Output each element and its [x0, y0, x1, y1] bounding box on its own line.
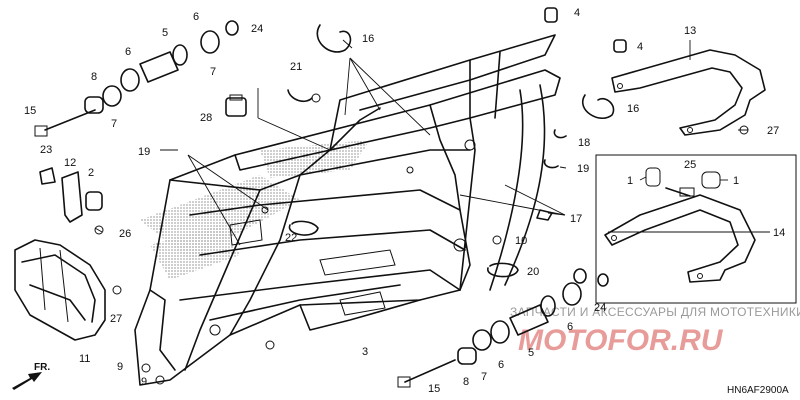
- callout-16: 16: [362, 33, 374, 45]
- callout-6: 6: [498, 359, 504, 371]
- watermark-logo: MOTOFOR.RU: [518, 324, 724, 357]
- callout-25: 25: [684, 159, 696, 171]
- callout-22: 22: [285, 232, 297, 244]
- rear-carrier-14: [604, 167, 756, 283]
- callout-15: 15: [24, 105, 36, 117]
- callout-16: 16: [627, 103, 639, 115]
- callout-labels: 1 1 2 3 4 4 5 5 6 6 6 6 7 7 7 8 8 9 9 10…: [24, 7, 785, 395]
- frame-hatching: [140, 140, 370, 280]
- callout-28: 28: [200, 112, 212, 124]
- callout-6: 6: [193, 11, 199, 23]
- callout-4: 4: [574, 7, 580, 19]
- callout-9: 9: [117, 361, 123, 373]
- callout-14: 14: [773, 227, 785, 239]
- callout-5: 5: [162, 27, 168, 39]
- watermark-text: ЗАПЧАСТИ И АКСЕССУАРЫ ДЛЯ МОТОТЕХНИКИ: [510, 305, 800, 319]
- callout-21: 21: [290, 61, 302, 73]
- fr-label: FR.: [34, 362, 50, 373]
- callout-24: 24: [594, 302, 606, 314]
- diagram-code: HN6AF2900A: [727, 385, 789, 396]
- leader-lines: [160, 39, 770, 246]
- callout-13: 13: [684, 25, 696, 37]
- callout-24: 24: [251, 23, 263, 35]
- front-guard: [14, 239, 106, 341]
- small-parts: [39, 7, 749, 385]
- callout-7: 7: [111, 118, 117, 130]
- callout-23: 23: [40, 144, 52, 156]
- callout-6: 6: [125, 46, 131, 58]
- callout-5: 5: [528, 347, 534, 359]
- lower-bushing-stack: [397, 268, 609, 388]
- callout-1: 1: [627, 175, 633, 187]
- callout-4: 4: [637, 41, 643, 53]
- inset-box: [595, 154, 797, 304]
- callout-27: 27: [767, 125, 779, 137]
- callout-2: 2: [88, 167, 94, 179]
- callout-6: 6: [567, 321, 573, 333]
- callout-12: 12: [64, 157, 76, 169]
- main-frame: [134, 34, 561, 386]
- front-direction-indicator: FR.: [12, 362, 50, 390]
- callout-10: 10: [515, 235, 527, 247]
- callout-26: 26: [119, 228, 131, 240]
- callout-27: 27: [110, 313, 122, 325]
- callout-8: 8: [91, 71, 97, 83]
- callout-3: 3: [362, 346, 368, 358]
- callout-19: 19: [138, 146, 150, 158]
- upper-bushing-stack: [34, 20, 239, 137]
- clamps: [287, 24, 615, 278]
- callout-20: 20: [527, 266, 539, 278]
- callout-11: 11: [79, 353, 90, 365]
- callout-17: 17: [570, 213, 582, 225]
- callout-8: 8: [463, 376, 469, 388]
- callout-7: 7: [481, 371, 487, 383]
- callout-9: 9: [141, 376, 147, 388]
- callout-1: 1: [733, 175, 739, 187]
- rear-carrier-13: [611, 49, 766, 136]
- callout-7: 7: [210, 66, 216, 78]
- callout-18: 18: [578, 137, 590, 149]
- callout-15: 15: [428, 383, 440, 395]
- callout-19: 19: [577, 163, 589, 175]
